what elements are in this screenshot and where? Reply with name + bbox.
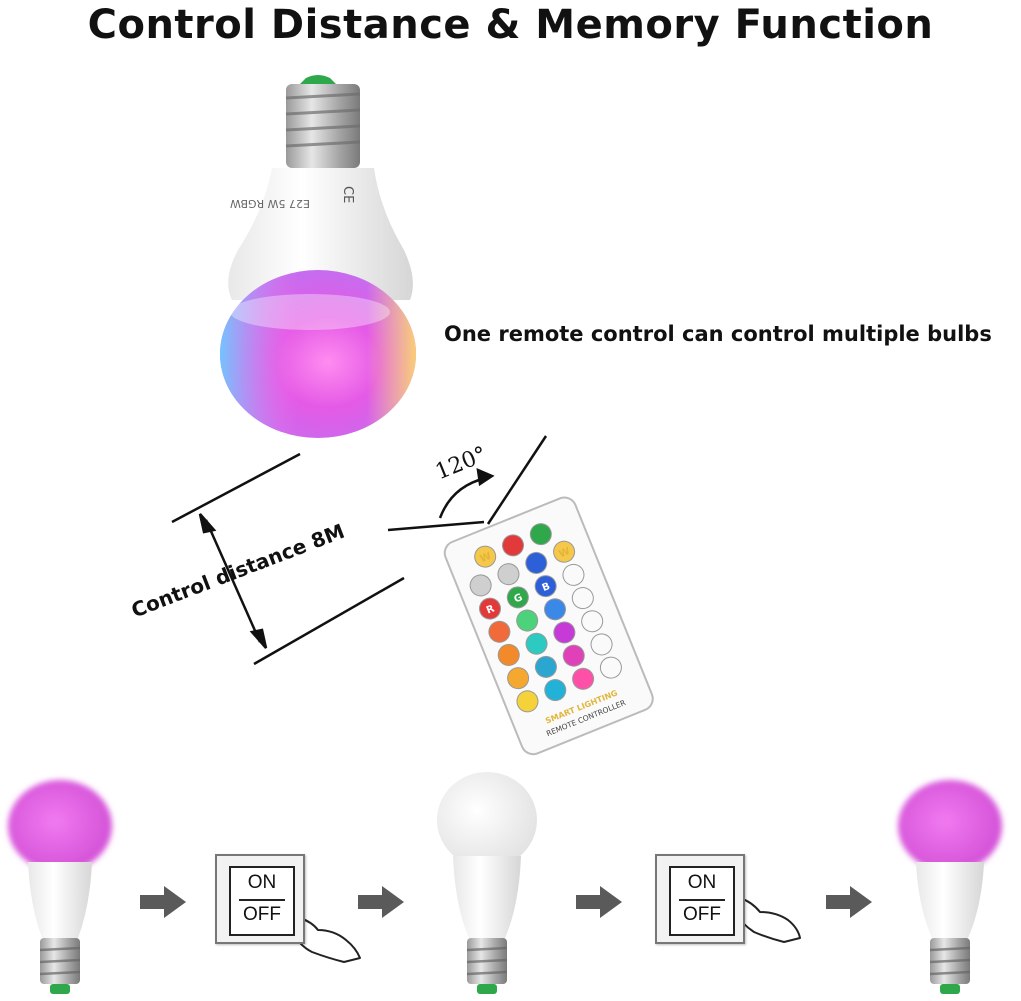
bulb-screw-base	[286, 84, 360, 168]
sequence-arrows	[140, 886, 872, 918]
switch-divider	[679, 899, 725, 901]
bulb-body	[228, 168, 413, 300]
switch-plate: ON OFF	[669, 866, 735, 936]
arrow-right-icon	[140, 886, 186, 918]
remote-button	[507, 667, 530, 690]
remote-button	[469, 574, 492, 597]
switch-on-label: ON	[687, 872, 717, 893]
page-title: Control Distance & Memory Function	[87, 2, 934, 48]
switch-off-label: OFF	[243, 904, 281, 925]
bulb-magenta-left	[8, 780, 112, 994]
remote-button	[516, 690, 539, 713]
remote-button-label: W	[479, 551, 493, 565]
remote-button	[506, 586, 529, 609]
remote-button	[497, 563, 520, 586]
remote-button	[502, 534, 525, 557]
remote-button	[553, 621, 576, 644]
remote-button	[553, 540, 576, 563]
bulb-sequence	[8, 772, 1002, 994]
remote-button	[590, 633, 613, 656]
remote-button-label: G	[513, 592, 525, 605]
remote-button	[529, 523, 552, 546]
remote-button-label: W	[557, 546, 571, 560]
bulb-contact-tip	[300, 75, 336, 84]
wall-switch-2: ON OFF	[655, 854, 745, 944]
remote-button	[571, 587, 594, 610]
bulb-white-middle	[437, 772, 537, 994]
switch-divider	[239, 899, 285, 901]
remote-button	[562, 563, 585, 586]
svg-text:CE: CE	[340, 186, 355, 203]
switch-off-label: OFF	[683, 904, 721, 925]
remote-button	[534, 575, 557, 598]
remote-button	[544, 598, 567, 621]
remote-button	[581, 610, 604, 633]
svg-text:E27 5W RGBW: E27 5W RGBW	[230, 197, 310, 210]
remote-button-label: R	[485, 603, 497, 616]
arrow-right-icon	[576, 886, 622, 918]
bulb-magenta-right	[898, 780, 1002, 994]
remote-button	[497, 643, 520, 666]
switch-on-label: ON	[247, 872, 277, 893]
remote-button	[516, 609, 539, 632]
switch-plate: ON OFF	[229, 866, 295, 936]
remote-button	[534, 655, 557, 678]
remote-button	[525, 551, 548, 574]
remote-button	[474, 545, 497, 568]
remote-button	[544, 679, 567, 702]
remote-button	[525, 632, 548, 655]
remote-button-label: B	[541, 581, 552, 594]
remote-button	[488, 620, 511, 643]
remote-button	[479, 597, 502, 620]
remote-button	[599, 656, 622, 679]
remote-button	[562, 644, 585, 667]
remote-button	[572, 667, 595, 690]
wall-switch-1: ON OFF	[215, 854, 305, 944]
multi-bulb-caption: One remote control can control multiple …	[444, 322, 992, 346]
arrow-right-icon	[358, 886, 404, 918]
distance-guides	[171, 435, 548, 666]
arrow-right-icon	[826, 886, 872, 918]
main-bulb: E27 5W RGBW CE	[220, 75, 416, 438]
